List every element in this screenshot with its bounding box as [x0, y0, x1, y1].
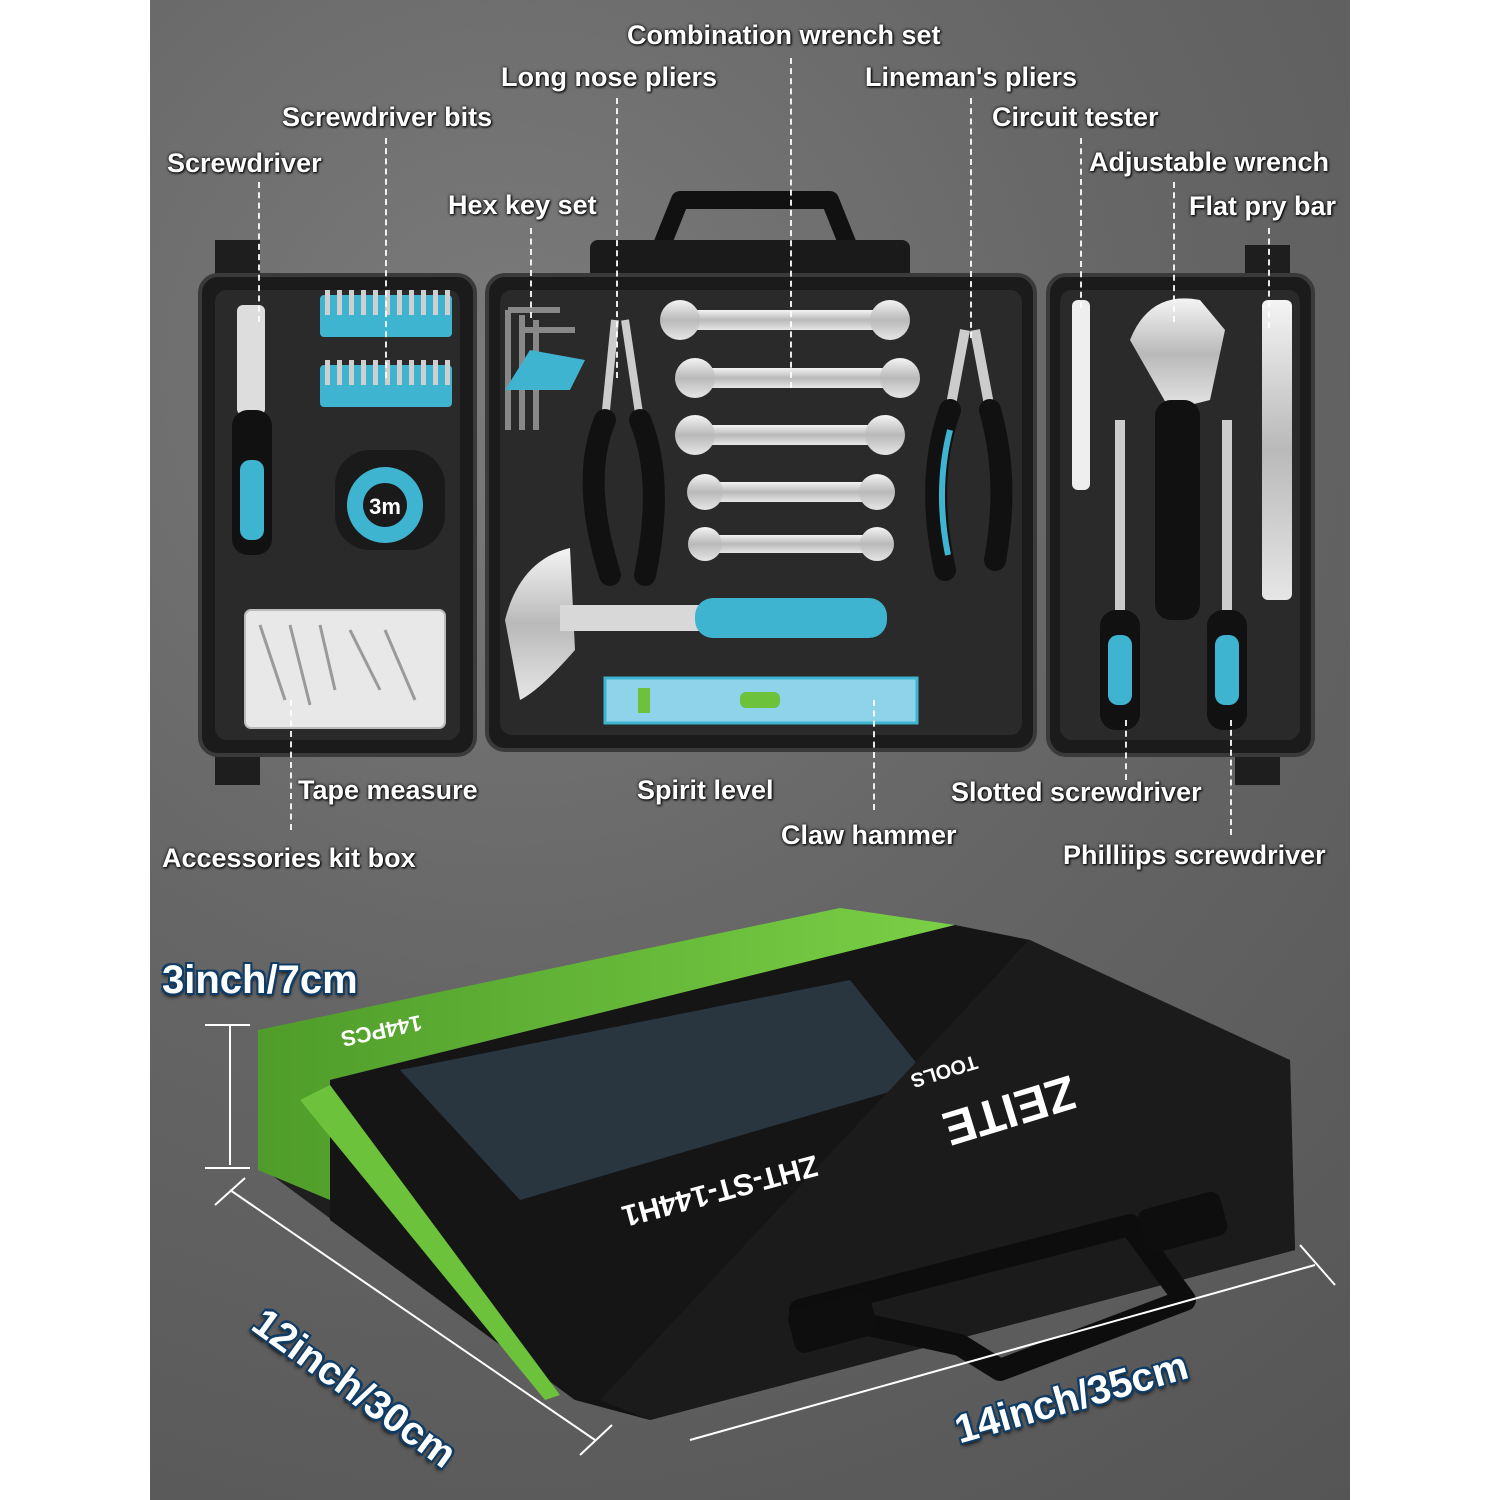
label-hex-key-set: Hex key set	[448, 190, 597, 220]
dimension-lines	[205, 1024, 1336, 1456]
label-phillips-screwdriver: Philliips screwdriver	[1063, 840, 1326, 870]
accessories-box-tool	[244, 609, 446, 729]
leader-slotted	[1125, 720, 1127, 780]
leader-screwdriver	[258, 182, 260, 322]
slotted-screwdriver-tool	[1100, 420, 1140, 730]
combination-wrench-set-tool	[660, 300, 920, 561]
label-screwdriver-bits: Screwdriver bits	[282, 102, 493, 132]
closed-case: ZEITE TOOLS 144PCS ZHT-ST-144H1	[205, 908, 1336, 1456]
leader-combination-wrench	[790, 58, 792, 388]
dimension-height: 3inch/7cm	[162, 958, 358, 1002]
tape-measure-marking: 3m	[369, 494, 401, 519]
screwdriver-tool	[232, 305, 272, 555]
label-screwdriver: Screwdriver	[167, 148, 322, 178]
label-adjustable-wrench: Adjustable wrench	[1089, 147, 1330, 177]
label-combination-wrench-set: Combination wrench set	[627, 20, 941, 50]
label-spirit-level: Spirit level	[637, 775, 774, 805]
leader-accessories	[290, 700, 292, 830]
leader-adjustable-wrench	[1173, 182, 1175, 322]
hex-key-set-tool	[505, 307, 575, 430]
leader-long-nose-pliers	[616, 98, 618, 378]
linemans-pliers-tool	[925, 329, 1013, 581]
adjustable-wrench-tool	[1130, 298, 1225, 620]
label-claw-hammer: Claw hammer	[781, 820, 957, 850]
label-long-nose-pliers: Long nose pliers	[501, 62, 718, 92]
label-tape-measure: Tape measure	[298, 775, 478, 805]
open-case: 3m	[198, 191, 1315, 785]
label-slotted-screwdriver: Slotted screwdriver	[951, 777, 1202, 807]
label-flat-pry-bar: Flat pry bar	[1189, 191, 1337, 221]
claw-hammer-tool	[505, 548, 887, 700]
leader-phillips	[1230, 720, 1232, 835]
leader-hex-key	[530, 228, 532, 318]
circuit-tester-tool	[1072, 300, 1090, 490]
label-accessories-kit-box: Accessories kit box	[162, 843, 416, 873]
label-circuit-tester: Circuit tester	[992, 102, 1159, 132]
label-linemans-pliers: Lineman's pliers	[865, 62, 1077, 92]
product-illustration: 3m	[198, 191, 1336, 1456]
tape-measure-tool: 3m	[335, 450, 445, 550]
flat-pry-bar-tool	[1262, 300, 1292, 600]
leader-claw-hammer	[873, 700, 875, 810]
long-nose-pliers-tool	[582, 319, 665, 586]
leader-flat-pry-bar	[1268, 228, 1270, 328]
spirit-level-tool	[603, 676, 919, 725]
leader-circuit-tester	[1080, 138, 1082, 308]
phillips-screwdriver-tool	[1207, 420, 1247, 730]
leader-linemans-pliers	[970, 98, 972, 338]
leader-screwdriver-bits	[385, 138, 387, 378]
background-panel: 3m	[150, 0, 1350, 1500]
